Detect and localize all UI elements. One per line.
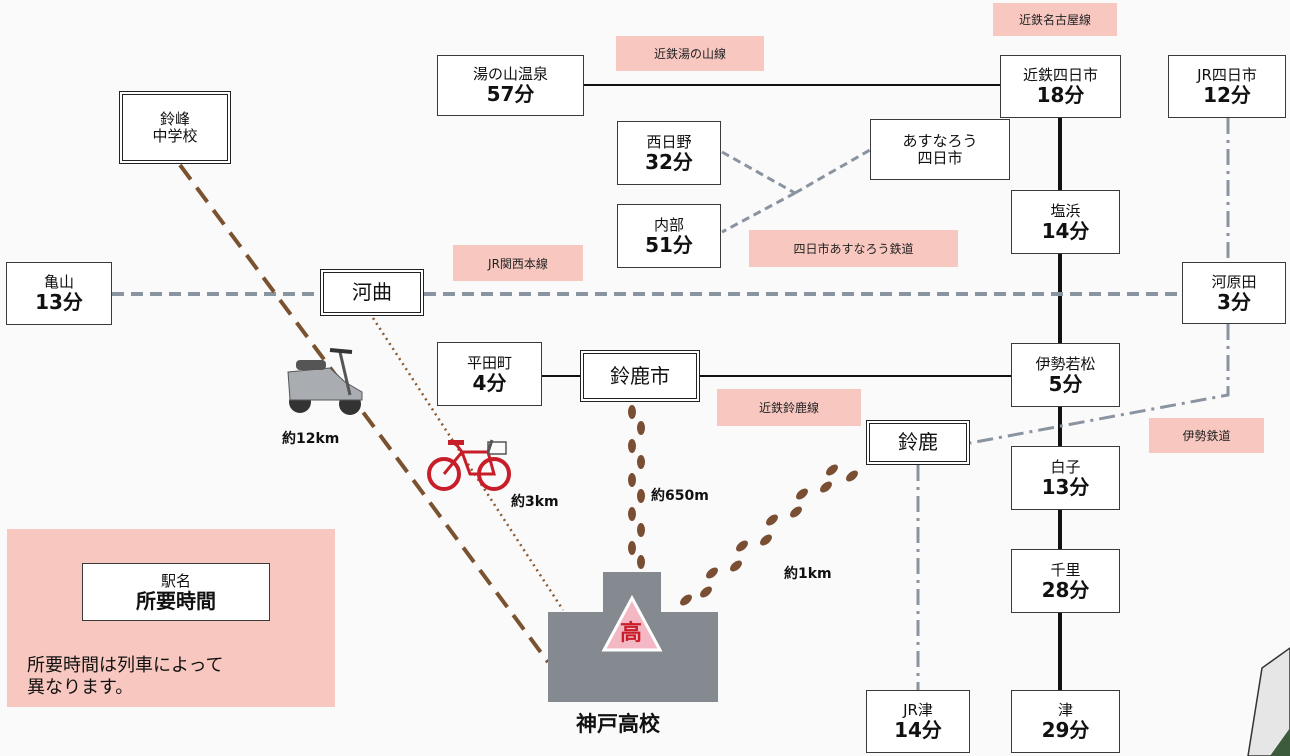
station-name: 河曲 xyxy=(352,280,392,304)
station-kameyama: 亀山 13分 xyxy=(6,262,112,325)
station-name: 河原田 xyxy=(1211,272,1257,291)
station-jr-yokkaichi: JR四日市 12分 xyxy=(1168,55,1286,118)
station-kintetsu-yokkaichi: 近鉄四日市 18分 xyxy=(1000,55,1121,118)
station-name: 鈴鹿市 xyxy=(610,363,670,388)
line-tag-kintetsu-suzuka: 近鉄鈴鹿線 xyxy=(717,389,861,426)
station-name: 西日野 xyxy=(646,132,692,151)
ise-railway-line xyxy=(969,324,1230,445)
station-tsu: 津 29分 xyxy=(1011,690,1120,753)
distance-walk-suzuka: 約1km xyxy=(784,566,832,582)
station-shiroko: 白子 13分 xyxy=(1011,446,1120,510)
station-time: 13分 xyxy=(35,290,83,314)
station-name: 津 xyxy=(1057,701,1073,719)
bicycle-icon xyxy=(427,439,511,491)
footprints-suzukashi xyxy=(628,405,645,569)
station-jr-tsu: JR津 14分 xyxy=(866,690,970,753)
line-tag-ise-railway: 伊勢鉄道 xyxy=(1149,418,1264,453)
legend-panel: 駅名 所要時間 所要時間は列車によって 異なります。 xyxy=(7,529,335,707)
station-time: 14分 xyxy=(1041,218,1090,243)
station-nishihino: 西日野 32分 xyxy=(617,121,721,185)
station-time: 51分 xyxy=(645,232,693,257)
distance-bicycle: 約3km xyxy=(511,494,559,510)
station-asunarou-yokkaichi: あすなろう 四日市 xyxy=(870,119,1010,180)
school-name: 鈴峰 xyxy=(159,109,190,128)
station-suzuka: 鈴鹿 xyxy=(866,420,970,465)
line-tag-asunarou: 四日市あすなろう鉄道 xyxy=(749,230,958,267)
station-name: 湯の山温泉 xyxy=(472,65,548,83)
asunarou-line xyxy=(721,191,796,234)
station-time: 5分 xyxy=(1048,371,1083,396)
distance-walk-suzukashi: 約650m xyxy=(651,488,709,504)
station-name: 千里 xyxy=(1050,560,1081,579)
legend-time-label: 所要時間 xyxy=(136,588,216,613)
scooter-icon xyxy=(287,348,363,415)
station-time: 29分 xyxy=(1041,718,1090,742)
line-tag-kintetsu-yunoyama: 近鉄湯の山線 xyxy=(616,36,764,71)
station-name: 白子 xyxy=(1050,457,1081,476)
footprints-suzuka xyxy=(680,464,858,606)
station-name-line2: 四日市 xyxy=(917,148,963,167)
scooter-route xyxy=(178,163,550,664)
station-time: 12分 xyxy=(1203,83,1251,107)
asunarou-line xyxy=(794,148,871,195)
line-tag-jr-kansai: JR関西本線 xyxy=(453,245,583,281)
station-name: 伊勢若松 xyxy=(1035,354,1096,373)
distance-scooter: 約12km xyxy=(282,431,340,447)
station-time: 28分 xyxy=(1041,577,1090,602)
school-building xyxy=(548,572,718,702)
station-time: 4分 xyxy=(472,370,507,395)
station-time: 18分 xyxy=(1036,83,1085,107)
station-shiohama: 塩浜 14分 xyxy=(1011,190,1120,254)
station-chisato: 千里 28分 xyxy=(1011,549,1120,613)
station-time: 57分 xyxy=(486,82,535,106)
bicycle-route xyxy=(371,317,565,611)
asunarou-line xyxy=(721,150,796,195)
station-time: 32分 xyxy=(645,149,693,174)
station-name: あすなろう xyxy=(902,131,978,150)
corner-decoration xyxy=(1247,647,1290,756)
station-kawano: 河曲 xyxy=(320,269,424,316)
station-name: JR津 xyxy=(903,701,933,719)
station-name: 内部 xyxy=(653,215,684,234)
legend-note: 所要時間は列車によって 異なります。 xyxy=(27,655,224,698)
station-hiratacho: 平田町 4分 xyxy=(437,342,542,406)
station-suzukashi: 鈴鹿市 xyxy=(580,350,700,402)
legend-sample-box: 駅名 所要時間 xyxy=(82,563,270,621)
station-utsube: 内部 51分 xyxy=(617,204,721,268)
station-time: 14分 xyxy=(894,718,942,742)
station-time: 13分 xyxy=(1041,474,1090,499)
legend-station-label: 駅名 xyxy=(160,571,191,590)
suzumine-junior-high: 鈴峰 中学校 xyxy=(119,91,231,164)
school-name-line2: 中学校 xyxy=(152,126,198,145)
station-name: 平田町 xyxy=(466,353,512,372)
station-name: 近鉄四日市 xyxy=(1022,66,1098,84)
station-name: JR四日市 xyxy=(1197,66,1257,84)
station-yunoyama: 湯の山温泉 57分 xyxy=(437,55,584,116)
corner-decoration xyxy=(1270,728,1290,756)
station-name: 亀山 xyxy=(43,273,74,291)
station-time: 3分 xyxy=(1217,289,1251,314)
station-name: 鈴鹿 xyxy=(898,430,938,454)
school-name: 神戸高校 xyxy=(576,712,660,736)
station-ise-wakamatsu: 伊勢若松 5分 xyxy=(1011,343,1120,407)
station-name: 塩浜 xyxy=(1050,201,1081,220)
line-tag-kintetsu-nagoya: 近鉄名古屋線 xyxy=(993,3,1117,36)
station-kawarada: 河原田 3分 xyxy=(1182,262,1286,324)
school-emblem-text: 高 xyxy=(620,621,643,646)
